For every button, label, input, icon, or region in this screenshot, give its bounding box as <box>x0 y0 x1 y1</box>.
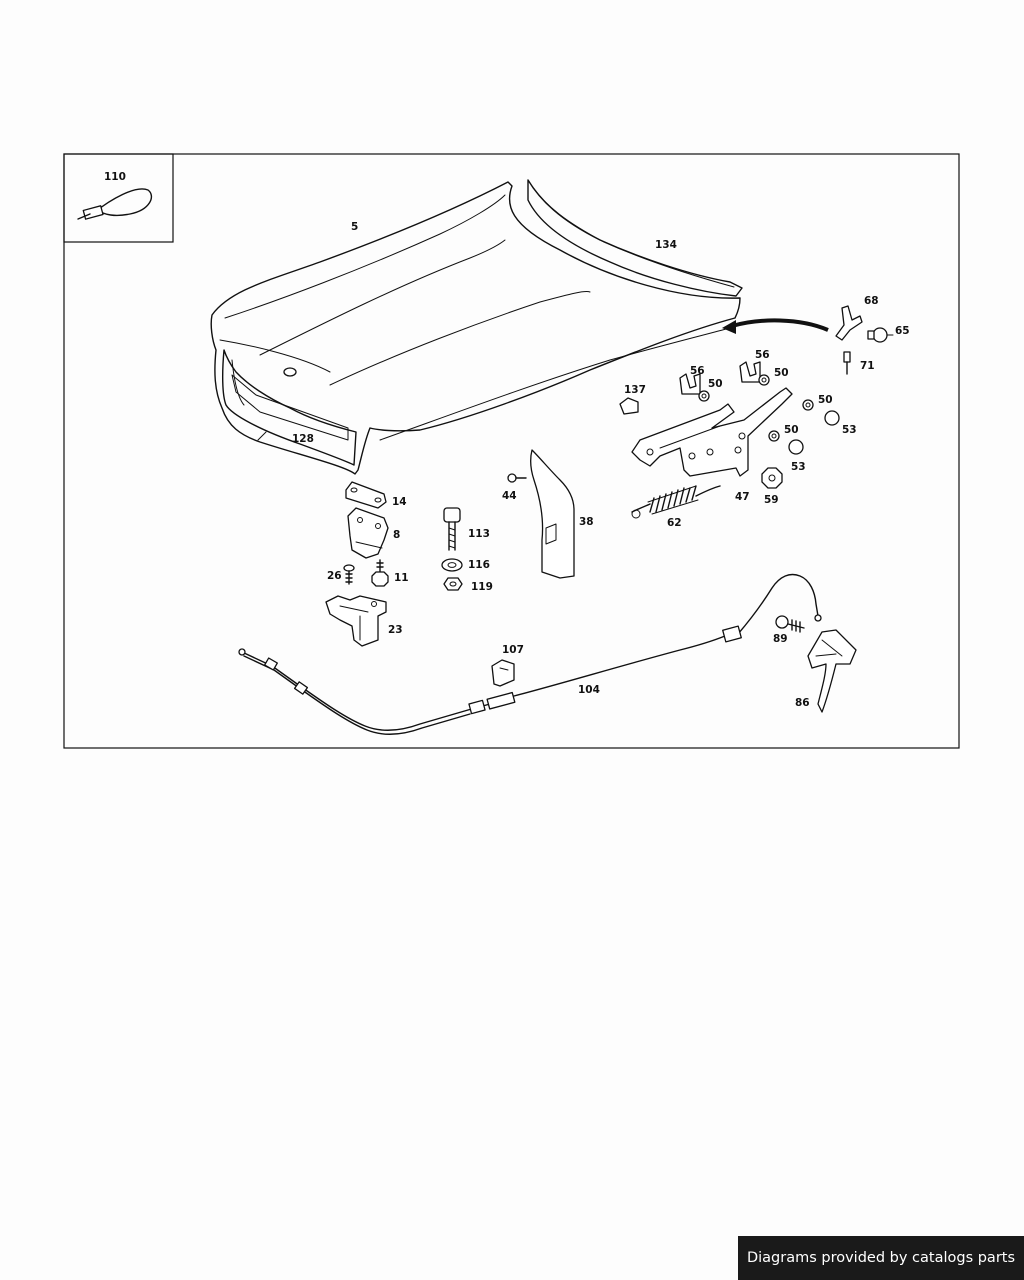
label-68: 68 <box>864 295 879 307</box>
label-56b: 56 <box>755 349 770 361</box>
label-113: 113 <box>468 528 490 540</box>
bushing-50a-part <box>698 390 710 402</box>
hinge-47-part <box>631 387 793 477</box>
label-38: 38 <box>579 516 594 528</box>
screw-26-part <box>343 564 355 585</box>
label-128: 128 <box>292 433 314 445</box>
label-71: 71 <box>860 360 875 372</box>
label-50d: 50 <box>784 424 799 436</box>
label-50c: 50 <box>818 394 833 406</box>
label-134: 134 <box>655 239 677 251</box>
bushing-50d-part <box>768 430 780 442</box>
clip-137-part <box>619 397 639 415</box>
screw-89-part <box>775 615 805 633</box>
nut-59-part <box>761 467 783 489</box>
arrow-indicator <box>722 318 829 334</box>
gasket-14-part <box>345 481 387 509</box>
leader-128 <box>257 431 267 441</box>
label-50a: 50 <box>708 378 723 390</box>
bushing-50c-part <box>802 399 814 411</box>
cover-38-part <box>530 449 575 579</box>
label-110: 110 <box>104 171 126 183</box>
label-44: 44 <box>502 490 517 502</box>
hood-panel-part <box>210 181 741 475</box>
release-cable-104-part <box>238 573 822 735</box>
bolt-113-part <box>443 507 461 551</box>
seal-strip-part <box>527 179 743 297</box>
label-107: 107 <box>502 644 524 656</box>
label-47: 47 <box>735 491 750 503</box>
release-handle-86-part <box>807 629 857 713</box>
label-116: 116 <box>468 559 490 571</box>
latch-23-part <box>325 595 387 647</box>
label-14: 14 <box>392 496 407 508</box>
label-53a: 53 <box>842 424 857 436</box>
label-50b: 50 <box>774 367 789 379</box>
label-62: 62 <box>667 517 682 529</box>
washer-116-part <box>441 558 463 572</box>
cap-53a-part <box>824 410 840 426</box>
lock-8-part <box>347 507 389 559</box>
label-89: 89 <box>773 633 788 645</box>
spring-62-part <box>631 485 721 519</box>
label-104: 104 <box>578 684 600 696</box>
inset-box <box>63 153 174 243</box>
diagram-frame <box>63 153 960 749</box>
nut-119-part <box>443 577 463 591</box>
label-86: 86 <box>795 697 810 709</box>
label-8: 8 <box>393 529 400 541</box>
label-23: 23 <box>388 624 403 636</box>
label-11: 11 <box>394 572 409 584</box>
label-65: 65 <box>895 325 910 337</box>
bracket-68-part <box>835 305 863 341</box>
label-5: 5 <box>351 221 358 233</box>
clip-56b-part <box>739 361 761 383</box>
rivet-44-part <box>507 473 527 483</box>
label-59: 59 <box>764 494 779 506</box>
label-56a: 56 <box>690 365 705 377</box>
credit-banner: Diagrams provided by catalogs parts <box>738 1236 1024 1280</box>
bolt-11-part <box>371 559 389 587</box>
label-137: 137 <box>624 384 646 396</box>
clip-107-part <box>491 659 515 687</box>
bushing-50b-part <box>758 374 770 386</box>
clip-71-part <box>843 351 851 375</box>
cable-tie-part <box>77 188 153 220</box>
cap-53b-part <box>788 439 804 455</box>
clip-56a-part <box>679 373 701 395</box>
label-26: 26 <box>327 570 342 582</box>
bolt-65-part <box>867 327 894 343</box>
label-119: 119 <box>471 581 493 593</box>
label-53b: 53 <box>791 461 806 473</box>
